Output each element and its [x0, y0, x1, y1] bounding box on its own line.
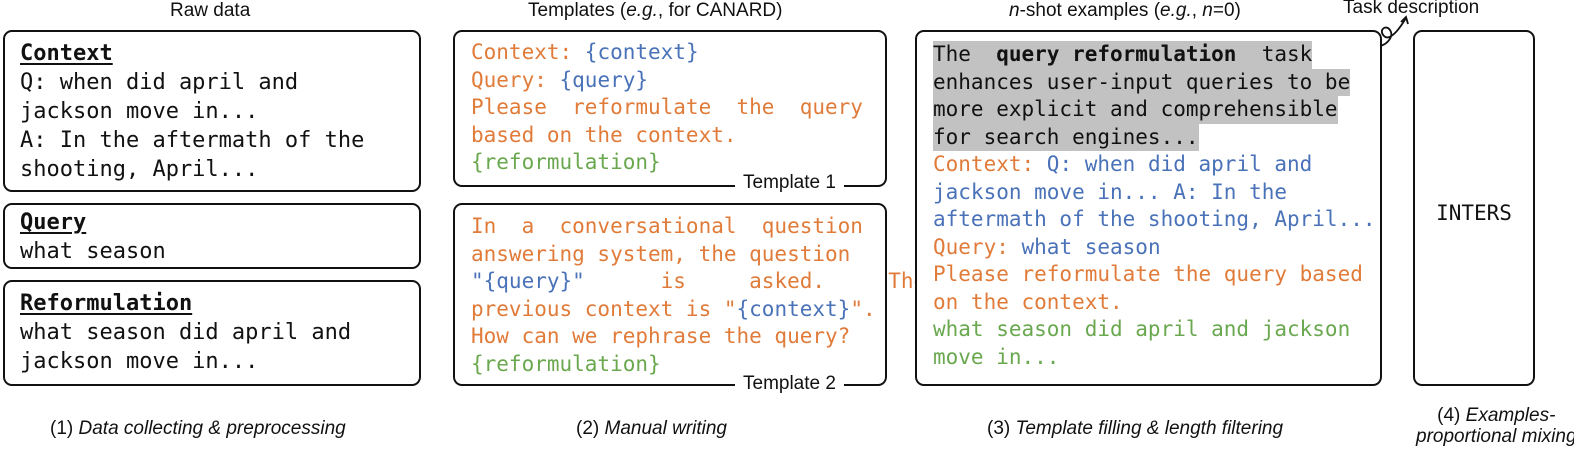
- nshot-header-b: ,: [1191, 0, 1203, 21]
- template2-context-slot: {context}: [736, 296, 851, 321]
- example-answer: what season did april and jackson: [933, 317, 1351, 341]
- template1-context-slot: {context}: [584, 40, 699, 64]
- task-description-line: The query reformulation task: [933, 41, 1313, 69]
- nshot-header-c: =0): [1212, 0, 1241, 21]
- template-1-box: Context: {context} Query: {query} Please…: [453, 30, 887, 194]
- template2-line: ".: [850, 296, 876, 321]
- nshot-example-box: The query reformulation task enhances us…: [915, 30, 1382, 386]
- task-desc-text: The: [933, 42, 997, 66]
- template1-context-key: Context:: [471, 40, 585, 64]
- query-title: Query: [20, 210, 87, 235]
- template1-output-slot: {reformulation}: [471, 150, 661, 174]
- template1-query-slot: {query}: [559, 67, 649, 92]
- inters-label: INTERS: [1436, 201, 1512, 225]
- template2-query-slot: "{query}": [471, 269, 585, 293]
- raw-data-header: Raw data: [170, 0, 251, 21]
- template1-instruction: based on the context.: [471, 122, 737, 147]
- caption-4: (4) Examples-proportional mixing: [1416, 405, 1574, 447]
- templates-header-b: , for CANARD): [657, 0, 783, 21]
- caption-1: (1) Data collecting & preprocessing: [50, 418, 346, 439]
- task-desc-text: task: [1236, 42, 1313, 66]
- task-description-line: enhances user-input queries to be: [933, 68, 1351, 96]
- templates-header-eg: e.g.: [626, 0, 658, 21]
- example-query-value: what season: [1021, 234, 1161, 259]
- context-line: Q: when did april and: [20, 70, 299, 95]
- raw-context-box: Context Q: when did april and jackson mo…: [3, 30, 421, 192]
- example-context-key: Context:: [933, 152, 1047, 176]
- reformulation-title: Reformulation: [20, 291, 193, 316]
- example-context-value: Q: when did april and: [1046, 152, 1313, 176]
- templates-header: Templates (e.g., for CANARD): [528, 0, 782, 22]
- template2-line: is asked. The: [584, 269, 927, 293]
- template1-query-key: Query:: [471, 67, 560, 92]
- raw-query-box: Query what season: [3, 203, 421, 269]
- template2-line: previous context is ": [471, 296, 737, 321]
- nshot-header: n-shot examples (e.g., n=0): [1009, 0, 1241, 22]
- template1-instruction: Please reformulate the query: [471, 95, 863, 119]
- task-description-label: Task description: [1343, 0, 1480, 18]
- nshot-header-a: -shot examples (: [1019, 0, 1161, 21]
- nshot-header-eg: e.g.: [1160, 0, 1192, 21]
- nshot-header-n2: n: [1202, 0, 1213, 21]
- example-context-value: aftermath of the shooting, April...: [933, 207, 1376, 231]
- example-query-key: Query:: [933, 234, 1022, 259]
- connector-arrow: [1379, 15, 1409, 47]
- template-2-label: Template 2: [735, 373, 844, 395]
- example-context-value: jackson move in... A: In the: [933, 179, 1288, 204]
- template2-output-slot: {reformulation}: [471, 351, 661, 376]
- template2-line: How can we rephrase the query?: [471, 324, 851, 348]
- context-title: Context: [20, 41, 113, 66]
- templates-header-a: Templates (: [528, 0, 627, 21]
- context-line: shooting, April...: [20, 157, 259, 182]
- example-instruction: on the context.: [933, 289, 1123, 314]
- caption-2: (2) Manual writing: [576, 418, 727, 439]
- task-description-line: more explicit and comprehensible: [933, 96, 1338, 124]
- reformulation-line: what season did april and: [20, 320, 352, 345]
- nshot-header-n: n: [1009, 0, 1020, 21]
- task-description-line: for search engines...: [933, 123, 1199, 151]
- template2-line: answering system, the question: [471, 241, 851, 266]
- context-line: jackson move in...: [20, 99, 259, 124]
- caption-3: (3) Template filling & length filtering: [987, 418, 1284, 439]
- context-line: A: In the aftermath of the: [20, 128, 365, 153]
- example-instruction: Please reformulate the query based: [933, 262, 1363, 286]
- task-name: query reformulation: [996, 42, 1237, 66]
- template2-line: In a conversational question: [471, 214, 863, 238]
- template-1-label: Template 1: [735, 172, 844, 194]
- reformulation-line: jackson move in...: [20, 349, 259, 374]
- raw-reformulation-box: Reformulation what season did april and …: [3, 280, 421, 386]
- template-2-box: In a conversational question answering s…: [453, 203, 926, 395]
- example-answer: move in...: [933, 344, 1060, 369]
- query-line: what season: [20, 239, 166, 264]
- inters-box: INTERS: [1413, 30, 1535, 386]
